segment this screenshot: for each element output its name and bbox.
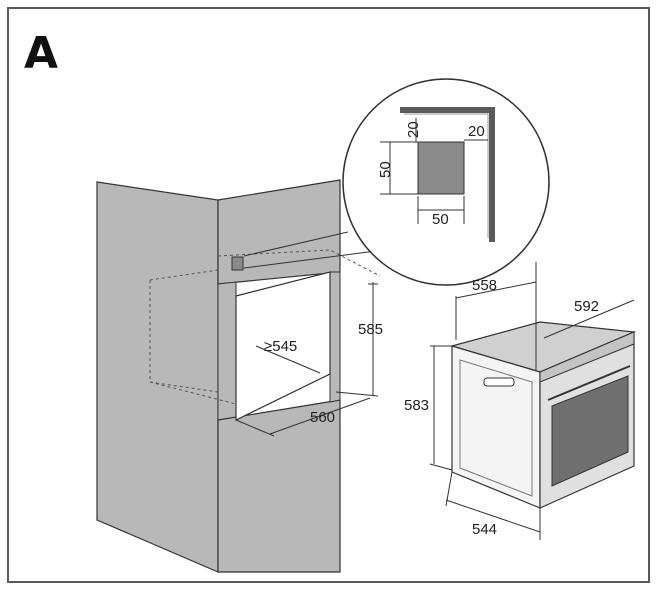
dim-ext-544-left [445, 471, 453, 507]
dim-line-oven-width [455, 281, 537, 299]
corner-frame-inner [404, 113, 489, 238]
oven-window [551, 375, 629, 487]
callout-line-upper [243, 231, 349, 257]
oven-side [451, 345, 541, 509]
label-vent-height: 50 [377, 161, 394, 178]
dim-tick-583-bottom [429, 463, 453, 471]
cabinet-front-right [329, 271, 341, 403]
cabinet [96, 179, 385, 573]
oven-side-recess [459, 359, 533, 497]
label-cutout-height: 585 [358, 321, 383, 338]
cabinet-left-side [96, 181, 219, 573]
label-oven-height: 583 [404, 397, 429, 414]
label-cutout-depth: ≥545 [264, 338, 297, 355]
oven-handle [547, 365, 631, 401]
dim-line-oven-front-width [445, 499, 541, 533]
corner-frame [400, 107, 495, 242]
vent-opening [231, 256, 244, 271]
callout-line-lower [243, 249, 385, 269]
dim-tick-585-bottom [335, 391, 379, 397]
cabinet-front-lower [217, 399, 341, 573]
oven-control-panel [539, 331, 635, 383]
dim-extension-560-left [235, 419, 275, 437]
panel-frame [7, 7, 650, 583]
dim-line-cutout-width [269, 397, 371, 435]
hidden-line-top [217, 249, 381, 277]
detail-vent-square [417, 141, 465, 195]
label-oven-depth: 592 [574, 298, 599, 315]
detail-magnifier [342, 78, 550, 286]
oven [429, 262, 637, 540]
panel-letter: A [24, 28, 58, 79]
label-oven-width: 558 [472, 277, 497, 294]
label-vent-right: 20 [468, 123, 485, 140]
dim-line-oven-depth [543, 299, 635, 339]
label-oven-front-width: 544 [472, 521, 497, 538]
oven-side-handle [483, 377, 515, 387]
label-vent-top: 20 [405, 121, 422, 138]
dim-line-cutout-depth [255, 345, 321, 374]
cabinet-front-left [217, 281, 237, 431]
label-vent-width: 50 [432, 211, 449, 228]
label-cutout-width: 560 [310, 409, 335, 426]
oven-cutout [235, 271, 331, 421]
